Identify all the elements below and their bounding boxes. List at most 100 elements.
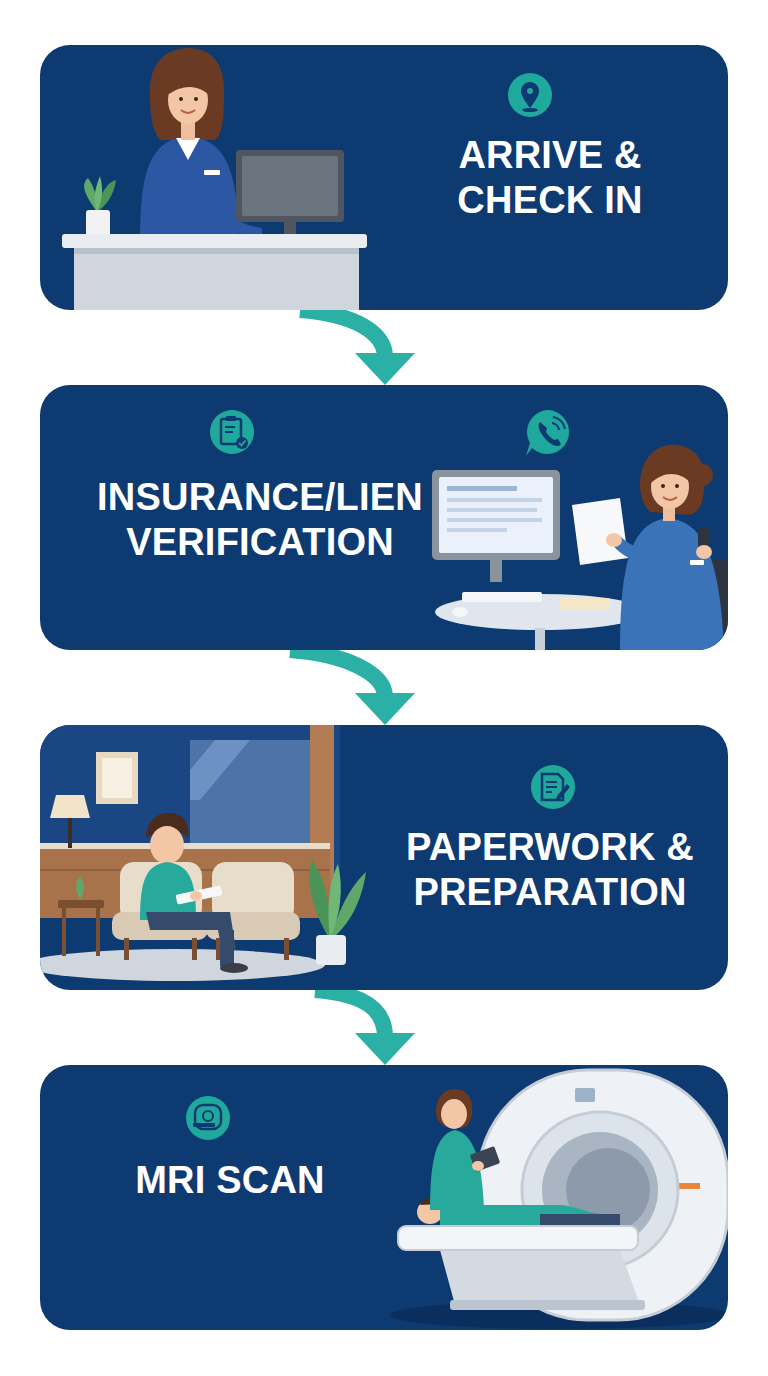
monitor-screen xyxy=(242,156,338,216)
shoe xyxy=(220,963,248,973)
receptionist-scene xyxy=(62,48,367,310)
document-line xyxy=(546,781,557,783)
hair xyxy=(420,1198,440,1205)
mri-stripe xyxy=(660,1183,700,1189)
neck xyxy=(181,122,195,140)
patient-legs xyxy=(540,1214,620,1228)
arm xyxy=(200,200,262,236)
face xyxy=(441,1099,467,1129)
hair xyxy=(150,48,224,140)
step-panel: PAPERWORK & PREPARATION xyxy=(40,725,728,990)
wall xyxy=(40,725,340,915)
mri-bore-inner xyxy=(566,1148,650,1232)
pin-hole xyxy=(527,88,533,94)
arrow-shaft xyxy=(300,310,385,357)
small-plant xyxy=(76,876,84,900)
fringe xyxy=(650,460,690,484)
table-leg xyxy=(62,908,66,956)
notepad xyxy=(560,598,610,610)
eye xyxy=(661,484,665,488)
clipboard-icon xyxy=(210,410,254,454)
mouse xyxy=(452,607,468,617)
window-glare xyxy=(190,740,250,800)
mri-glyph-bore xyxy=(203,1111,213,1121)
fringe xyxy=(166,70,210,96)
chair-back xyxy=(212,862,294,922)
lamp-pole xyxy=(68,818,72,848)
clipboard-glyph xyxy=(221,419,241,444)
wainscot-line xyxy=(40,869,330,871)
chair-leg xyxy=(124,938,129,960)
plant-pot xyxy=(316,935,346,965)
icon-circle xyxy=(186,1096,230,1140)
jeans xyxy=(146,912,236,952)
side-table xyxy=(58,900,104,908)
eye xyxy=(194,97,198,101)
desk-front xyxy=(74,248,359,310)
plant-leaf xyxy=(330,872,366,940)
document-icon xyxy=(531,765,575,809)
speech-bubble xyxy=(526,410,569,456)
head xyxy=(417,1200,443,1224)
hair xyxy=(640,445,705,515)
step-label: PAPERWORK & PREPARATION xyxy=(380,825,720,915)
scrubs xyxy=(430,1130,484,1210)
name-badge xyxy=(690,560,704,565)
chair-leg xyxy=(192,938,197,960)
monitor-screen xyxy=(439,477,553,553)
clipboard-line xyxy=(225,426,235,428)
window xyxy=(190,740,310,850)
step-panel: INSURANCE/LIEN VERIFICATION xyxy=(40,385,728,650)
hair xyxy=(436,1089,472,1128)
wall-post xyxy=(310,725,334,915)
flow-arrow xyxy=(290,650,415,725)
phone-glyph xyxy=(539,422,561,446)
hair xyxy=(146,813,188,838)
eye xyxy=(675,484,679,488)
plant-leaf xyxy=(95,176,102,212)
icon-circle xyxy=(531,765,575,809)
desk-shadow xyxy=(74,248,359,254)
step-label: INSURANCE/LIEN VERIFICATION xyxy=(60,475,460,565)
waiting-room-scene xyxy=(40,725,366,981)
ledge xyxy=(40,843,330,849)
monitor xyxy=(236,150,344,222)
screen-line xyxy=(447,518,542,522)
arrow-shaft xyxy=(290,650,385,697)
chair-seat xyxy=(112,912,208,940)
mri-panel xyxy=(575,1088,595,1102)
paper xyxy=(572,498,628,565)
chair-leg xyxy=(216,938,221,960)
plant-leaf xyxy=(97,180,116,212)
picture xyxy=(102,758,132,798)
icon-circle xyxy=(210,410,254,454)
clipboard-line xyxy=(225,431,233,433)
shin xyxy=(220,930,234,966)
flow-arrow xyxy=(300,310,415,385)
pin-base xyxy=(522,108,538,112)
pin-glyph xyxy=(521,82,539,108)
icon-circle xyxy=(508,73,552,117)
bed-base xyxy=(440,1250,640,1305)
scrubs xyxy=(620,518,724,650)
face xyxy=(150,826,184,864)
mri-bore-ring xyxy=(522,1112,678,1268)
pencil-glyph xyxy=(556,784,570,800)
tablet xyxy=(470,1146,501,1172)
plant-leaf xyxy=(309,860,330,940)
step-panel: MRI SCAN xyxy=(40,1065,728,1330)
shirt xyxy=(140,862,196,920)
screen-line xyxy=(447,486,517,491)
mri-glyph-bed xyxy=(193,1123,215,1127)
table xyxy=(435,594,645,630)
mri-glyph xyxy=(195,1105,221,1129)
signal-arc xyxy=(553,417,565,429)
check-badge xyxy=(236,437,248,449)
picture-frame xyxy=(96,752,138,804)
document-line xyxy=(546,786,557,788)
floor-shadow xyxy=(40,949,325,981)
arrow-head xyxy=(355,353,415,385)
step-label: ARRIVE & CHECK IN xyxy=(390,133,710,223)
